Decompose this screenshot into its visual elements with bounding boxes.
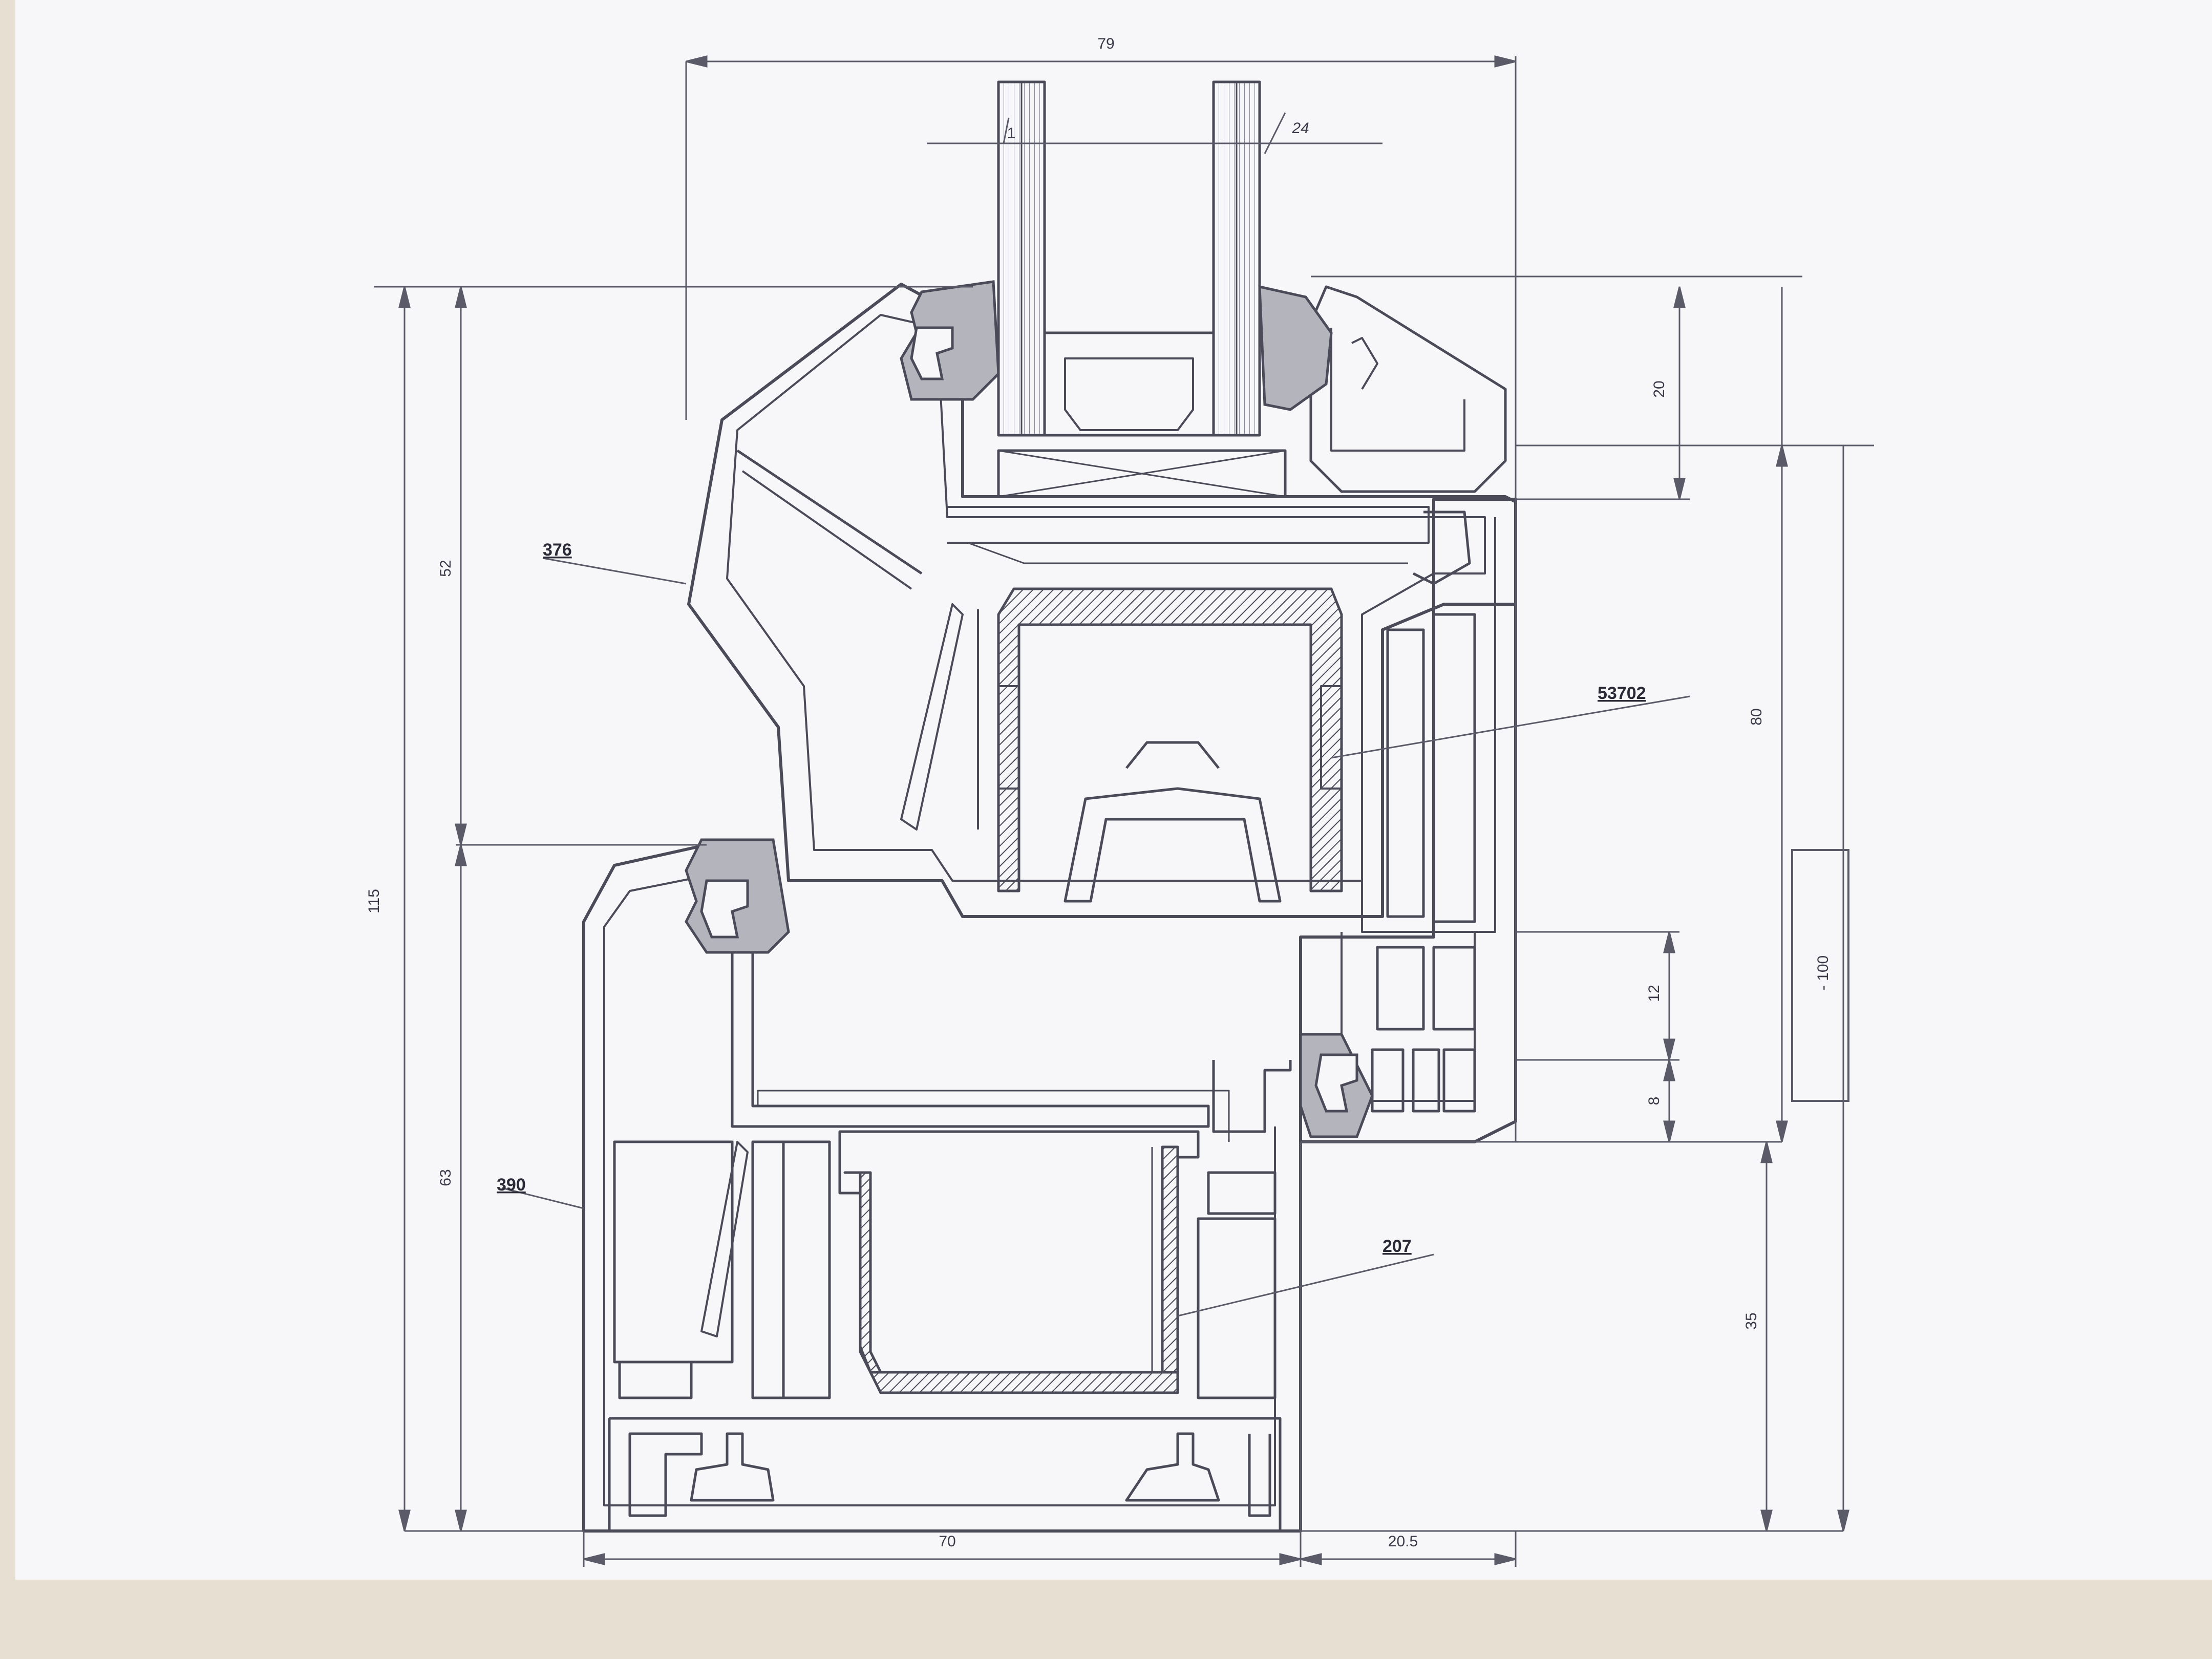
sash-reinforcement — [997, 587, 1343, 903]
dim-lower-height: 35 — [1743, 1312, 1760, 1329]
dim-sash-height: 52 — [437, 560, 454, 577]
dim-box-label: - 100 — [1815, 955, 1832, 990]
glazing-gasket-right — [1258, 285, 1333, 411]
label-sash-reinforcement: 53702 — [1598, 684, 1646, 703]
dim-step-8: 8 — [1646, 1097, 1663, 1105]
label-frame-reinforcement: 207 — [1382, 1237, 1412, 1256]
dim-total-height: 115 — [366, 889, 382, 913]
dim-visible-height: 80 — [1748, 708, 1765, 725]
glass-unit — [997, 80, 1287, 498]
paper-sheet — [15, 0, 2212, 1580]
dim-glass-small: 1 — [1007, 125, 1016, 142]
dim-top-width: 79 — [1097, 35, 1114, 52]
dimension-box-100 — [1791, 849, 1849, 1102]
frame-profile — [582, 498, 1517, 1533]
label-sash-profile: 376 — [543, 540, 572, 560]
label-frame-profile: 390 — [497, 1175, 526, 1195]
dim-glass-thickness: 24 — [1291, 120, 1309, 137]
glass-spacer — [1043, 331, 1215, 437]
sash-profile — [687, 283, 1517, 918]
dim-overlap-width: 20.5 — [1388, 1533, 1418, 1550]
dim-glass-rebate: 20 — [1651, 380, 1668, 397]
dim-step-12: 12 — [1646, 985, 1663, 1002]
dim-frame-width: 70 — [939, 1533, 955, 1550]
dim-frame-height: 63 — [437, 1169, 454, 1186]
frame-reinforcement — [838, 1130, 1200, 1394]
